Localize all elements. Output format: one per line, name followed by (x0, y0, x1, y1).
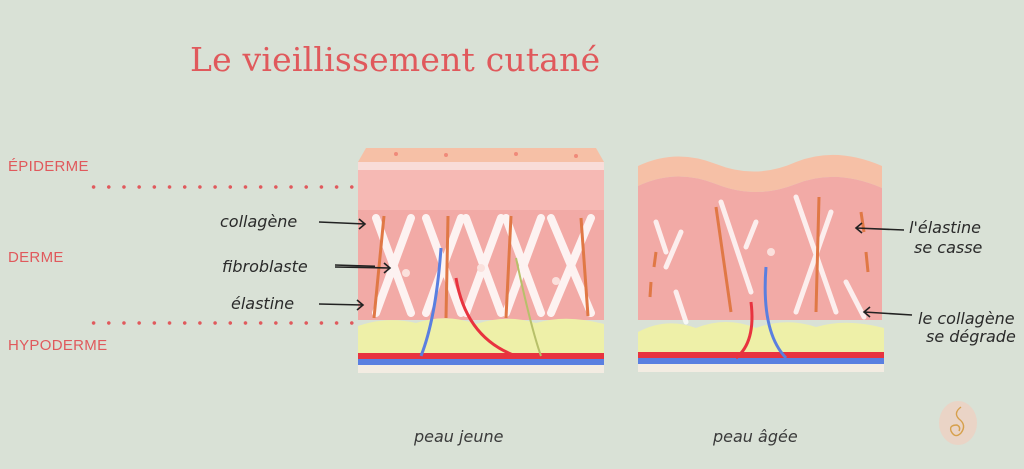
label-elastine-casse-line2: se casse (914, 238, 983, 257)
label-collagene: collagène (220, 212, 298, 231)
layer-label-derme: DERME (8, 249, 64, 266)
divider-derme-hypoderme (86, 321, 356, 325)
label-fibroblaste: fibroblaste (222, 257, 308, 276)
arrow-icon (318, 218, 375, 311)
arrow-icon (854, 222, 905, 234)
label-elastine: élastine (231, 294, 295, 313)
layer-label-hypoderme: HYPODERME (8, 337, 108, 354)
caption-peau-agee: peau âgée (713, 427, 798, 446)
young-skin-illustration (358, 148, 604, 373)
label-collagene-degrade-line2: se dégrade (926, 327, 1016, 346)
aged-skin-illustration (638, 154, 884, 372)
caption-peau-jeune: peau jeune (414, 427, 504, 446)
logo-spiral-icon (939, 401, 977, 445)
layer-label-epiderme: ÉPIDERME (8, 158, 89, 175)
divider-epiderme-derme (86, 185, 356, 189)
arrow-icon (335, 262, 392, 274)
arrow-icon (862, 306, 913, 318)
label-collagene-degrade-line1: le collagène (918, 309, 1015, 328)
label-elastine-casse-line1: l'élastine (909, 218, 981, 237)
page-title: Le vieillissement cutané (190, 40, 601, 79)
